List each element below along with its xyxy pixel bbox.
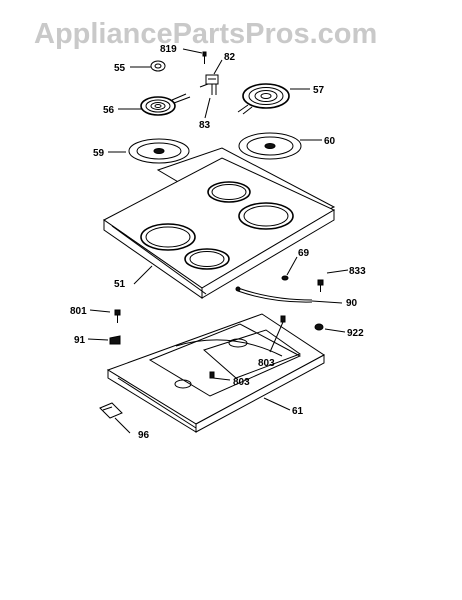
part-60-large-drip-pan: [238, 132, 322, 160]
part-57-large-surface-element: [237, 83, 310, 115]
part-91-clip: [87, 335, 121, 345]
part-51-main-top: [103, 147, 336, 299]
part-61-bottom-pan: [106, 313, 325, 433]
part-819-screw: [182, 48, 207, 64]
callout-82: 82: [224, 52, 236, 63]
callout-57: 57: [313, 85, 325, 96]
part-55-knob: [130, 60, 166, 72]
callout-803-lower: 803: [233, 377, 250, 388]
part-90-wire-harness: [235, 286, 343, 304]
callout-60: 60: [324, 136, 336, 147]
part-82-terminal-block: [199, 59, 223, 95]
callout-91: 91: [74, 335, 86, 346]
callout-55: 55: [114, 63, 126, 74]
part-59-small-drip-pan: [108, 138, 190, 164]
callout-51: 51: [114, 279, 126, 290]
callout-61: 61: [292, 406, 304, 417]
callout-83: 83: [199, 120, 211, 131]
callout-56: 56: [103, 105, 115, 116]
callout-59: 59: [93, 148, 105, 159]
callout-833: 833: [349, 266, 366, 277]
callout-803-upper: 803: [258, 358, 275, 369]
callout-819: 819: [160, 44, 177, 55]
callout-69: 69: [298, 248, 310, 259]
part-833-screw: [317, 269, 349, 292]
watermark-text: AppliancePartsPros.com: [34, 18, 377, 50]
part-96-bracket: [99, 402, 131, 434]
callout-96: 96: [138, 430, 150, 441]
callout-90: 90: [346, 298, 358, 309]
part-69-leader: [281, 256, 298, 281]
part-83-leader: [204, 97, 211, 119]
part-56-small-surface-element: [118, 93, 191, 116]
part-922-grommet: [314, 323, 346, 333]
callout-801: 801: [70, 306, 87, 317]
part-801-screw: [89, 309, 121, 323]
callout-922: 922: [347, 328, 364, 339]
